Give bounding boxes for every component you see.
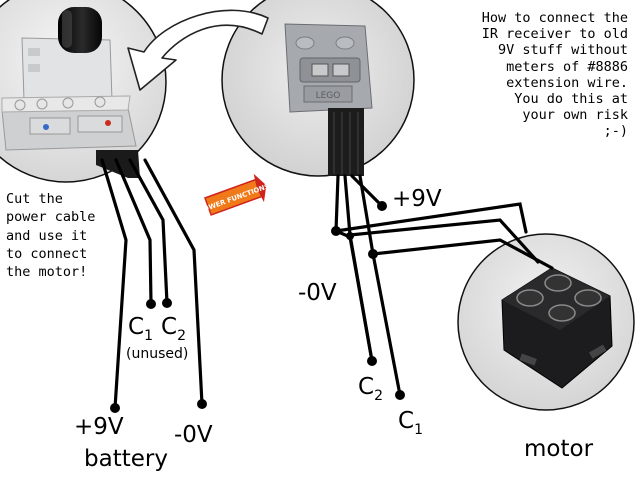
instruction-note: How to connect the IR receiver to old 9V… (481, 10, 628, 140)
label-c1-right: C1 (398, 408, 423, 438)
wire-c2 (128, 158, 169, 305)
ir-receiver-icon (1, 7, 140, 178)
terminal-junction-2 (368, 249, 378, 259)
curved-arrow-icon (127, 9, 269, 91)
terminal-battery-minus (197, 399, 207, 409)
label-minus0v-battery: -0V (174, 422, 213, 448)
pf-connector-icon: LEGO (284, 23, 373, 176)
wire-to-motor-3 (371, 238, 554, 270)
wire-to-motor-2 (348, 218, 540, 264)
power-functions-logo: POWER FUNCTIONS (197, 173, 271, 216)
motor-photo (457, 233, 635, 411)
wire-plus9v (350, 174, 384, 208)
ir-receiver-photo (0, 0, 167, 183)
label-c2-left: C2 (161, 314, 186, 344)
label-battery: battery (84, 446, 168, 472)
label-c1-left: C1 (128, 314, 153, 344)
label-motor: motor (524, 436, 594, 462)
terminal-junction-1 (346, 232, 354, 240)
wire-battery-minus0v (143, 158, 204, 406)
motor-icon (501, 267, 613, 389)
label-plus9v-right: +9V (392, 186, 442, 212)
terminal-plus9v (377, 201, 387, 211)
terminal-dots (110, 201, 405, 413)
label-c2-right: C2 (358, 374, 383, 404)
wire-c2-motor (343, 174, 374, 363)
wire-to-motor-1 (334, 202, 528, 234)
terminal-c1 (395, 390, 405, 400)
terminal-c2 (367, 356, 377, 366)
connector-photo: LEGO (221, 0, 415, 177)
terminal-c1-left (146, 299, 156, 309)
terminal-c2-left (162, 298, 172, 308)
connector-lego-text: LEGO (316, 91, 341, 101)
label-plus9v-battery: +9V (74, 414, 124, 440)
label-minus0v-right: -0V (298, 280, 337, 306)
cut-cable-note: Cut the power cable and use it to connec… (6, 191, 96, 281)
terminal-minus0v (331, 226, 341, 236)
wire-battery-plus9v (100, 158, 128, 410)
battery-wires (100, 158, 204, 410)
wire-c1 (114, 158, 153, 306)
terminal-battery-plus (110, 403, 120, 413)
label-unused: (unused) (126, 346, 189, 362)
